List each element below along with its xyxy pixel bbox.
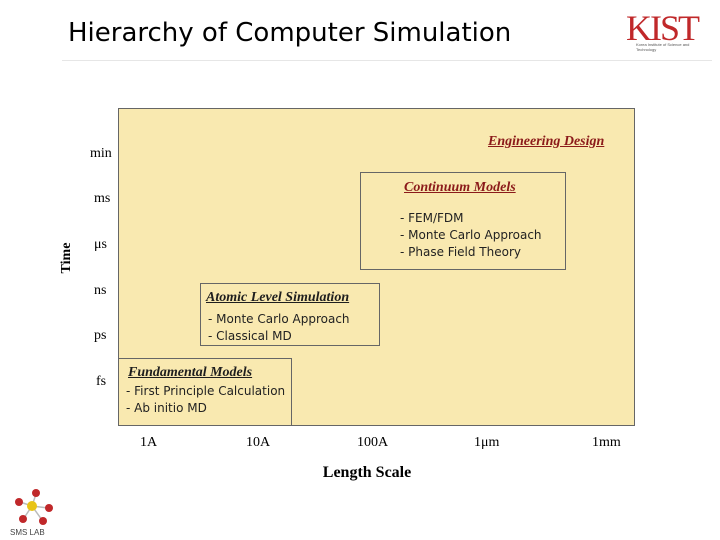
x-tick-label: 100A bbox=[357, 435, 389, 450]
continuum-models-title: Continuum Models bbox=[404, 180, 516, 195]
kist-logo-subtext: Korea Institute of Science and Technolog… bbox=[636, 42, 690, 52]
y-tick-label: μs bbox=[94, 237, 107, 252]
title-divider bbox=[62, 60, 712, 61]
x-tick-label: 1A bbox=[140, 435, 158, 450]
atomic-item: - Monte Carlo Approach bbox=[208, 312, 350, 326]
y-axis-label: Time bbox=[59, 242, 74, 274]
atomic-level-title: Atomic Level Simulation bbox=[206, 290, 350, 305]
continuum-items: - FEM/FDM - Monte Carlo Approach - Phase… bbox=[400, 210, 542, 261]
fundamental-item: - First Principle Calculation bbox=[126, 384, 286, 398]
fundamental-models-title: Fundamental Models bbox=[128, 365, 253, 380]
kist-logo-mark: KIST bbox=[626, 8, 700, 48]
sms-lab-logo-text: SMS LAB bbox=[10, 528, 45, 537]
x-tick-label: 10A bbox=[246, 435, 271, 450]
box-atomic-level-simulation bbox=[200, 283, 380, 346]
fundamental-item: - Ab initio MD bbox=[126, 401, 207, 415]
engineering-design-title: Engineering Design bbox=[488, 134, 605, 149]
atomic-item: - Classical MD bbox=[208, 329, 292, 343]
box-fundamental-models bbox=[118, 358, 292, 426]
y-tick-label: ps bbox=[94, 328, 107, 343]
x-axis-label: Length Scale bbox=[322, 464, 412, 481]
y-tick-label: fs bbox=[96, 374, 107, 389]
continuum-item: - Phase Field Theory bbox=[400, 245, 521, 259]
y-tick-label: min bbox=[90, 146, 112, 161]
continuum-item: - Monte Carlo Approach bbox=[400, 228, 542, 242]
fundamental-items: - First Principle Calculation - Ab initi… bbox=[126, 383, 285, 417]
page-title: Hierarchy of Computer Simulation bbox=[68, 18, 512, 48]
atomic-items: - Monte Carlo Approach - Classical MD bbox=[208, 311, 350, 345]
x-tick-label: 1mm bbox=[592, 435, 621, 450]
y-tick-label: ns bbox=[94, 283, 107, 298]
y-tick-label: ms bbox=[94, 191, 111, 206]
x-tick-label: 1μm bbox=[474, 435, 500, 450]
kist-logo: KIST Korea Institute of Science and Tech… bbox=[618, 8, 708, 58]
box-continuum-models bbox=[360, 172, 566, 270]
sms-lab-logo-mark bbox=[15, 489, 53, 525]
continuum-item: - FEM/FDM bbox=[400, 211, 464, 225]
